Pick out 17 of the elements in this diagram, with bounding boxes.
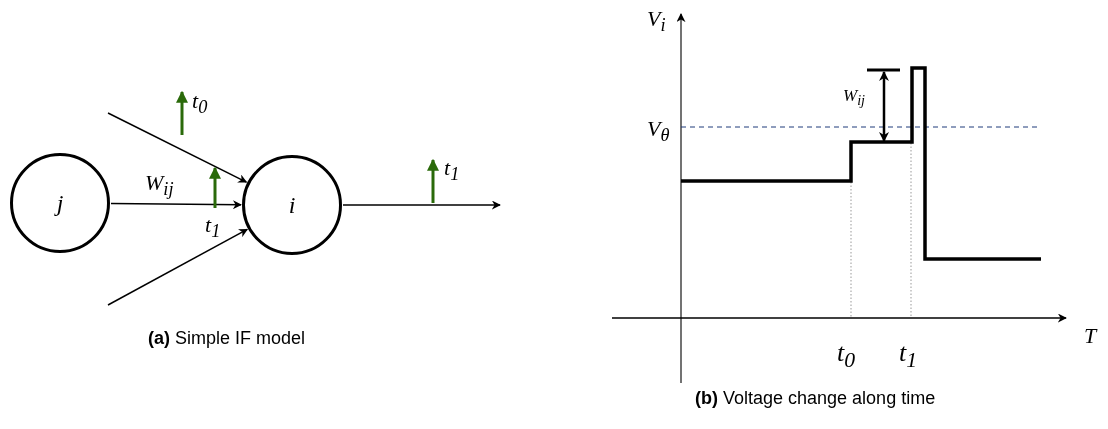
weight-label: W$_{ij}$ [843,86,866,110]
arrow [110,200,242,210]
time-label: t$_{0}$ [192,88,208,119]
time-label: t$_{1}$ [205,212,221,243]
axis-label: T [1084,323,1097,349]
time-label: t$_{1}$ [444,155,460,186]
tick-label: t$_{1}$ [899,338,918,374]
neuron-circle: i [242,155,342,255]
arrow [107,112,248,183]
figure-caption: (a) Simple IF model [148,328,306,349]
arrow [342,200,501,210]
neuron-circle: j [10,153,110,253]
threshold-label: V$_{θ}$ [647,116,670,147]
arrow [107,228,248,306]
figure-caption: (b) Voltage change along time [695,388,936,409]
axis-label: V$_{i}$ [647,6,666,37]
tick-label: t$_{0}$ [837,338,856,374]
